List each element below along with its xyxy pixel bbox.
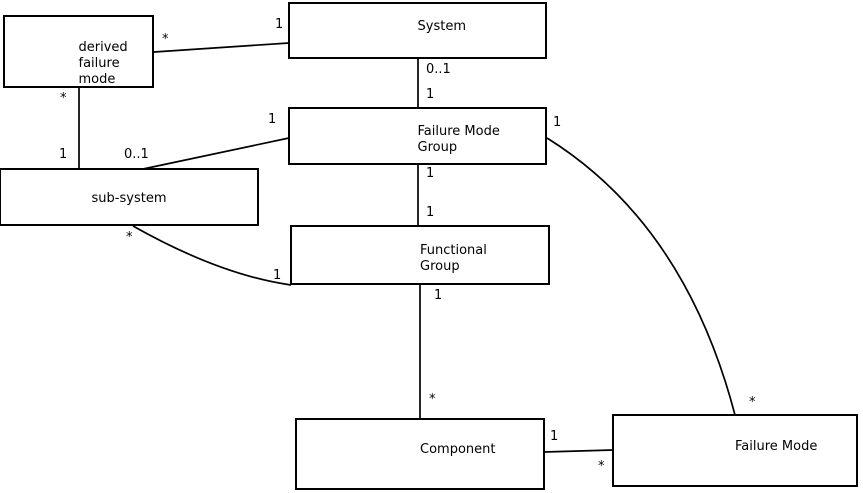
node-derived-failure-mode: derived failure mode (3, 15, 154, 88)
multiplicity-label: 1 (275, 17, 284, 32)
multiplicity-label: * (162, 32, 169, 47)
multiplicity-label: 1 (268, 112, 277, 127)
multiplicity-label: 0..1 (124, 147, 149, 162)
multiplicity-label: 1 (434, 288, 443, 303)
node-label: derived failure mode (78, 39, 128, 87)
multiplicity-label: 1 (426, 166, 435, 181)
multiplicity-label: 1 (426, 87, 435, 102)
node-label: System (417, 18, 466, 34)
node-component: Component (295, 418, 545, 490)
node-failure-mode-group: Failure Mode Group (288, 107, 547, 165)
edge-failure-mode-group-failure-mode (546, 137, 736, 416)
multiplicity-label: * (749, 395, 756, 410)
node-label: Failure Mode (735, 438, 818, 454)
edge-sub-system-functional-group (132, 225, 292, 286)
node-label: Functional Group (420, 243, 487, 274)
multiplicity-label: 1 (426, 205, 435, 220)
multiplicity-label: 1 (59, 147, 68, 162)
node-sub-system: sub-system (0, 168, 259, 226)
node-label: Component (420, 442, 496, 457)
node-label: Failure Mode Group (417, 124, 500, 155)
multiplicity-label: 1 (550, 429, 559, 444)
node-system: System (288, 2, 547, 59)
node-functional-group: Functional Group (290, 225, 550, 285)
node-failure-mode: Failure Mode (612, 414, 858, 487)
multiplicity-label: * (60, 91, 67, 106)
multiplicity-label: * (598, 459, 605, 474)
multiplicity-label: * (126, 230, 133, 245)
node-label: sub-system (91, 191, 167, 206)
multiplicity-label: * (429, 392, 436, 407)
multiplicity-label: 1 (553, 115, 562, 130)
multiplicity-label: 1 (273, 268, 282, 283)
edge-failure-mode-group-sub-system (142, 137, 290, 170)
edge-derived-failure-mode-system (153, 42, 290, 53)
edge-component-failure-mode (543, 449, 614, 453)
multiplicity-label: 0..1 (426, 62, 451, 77)
